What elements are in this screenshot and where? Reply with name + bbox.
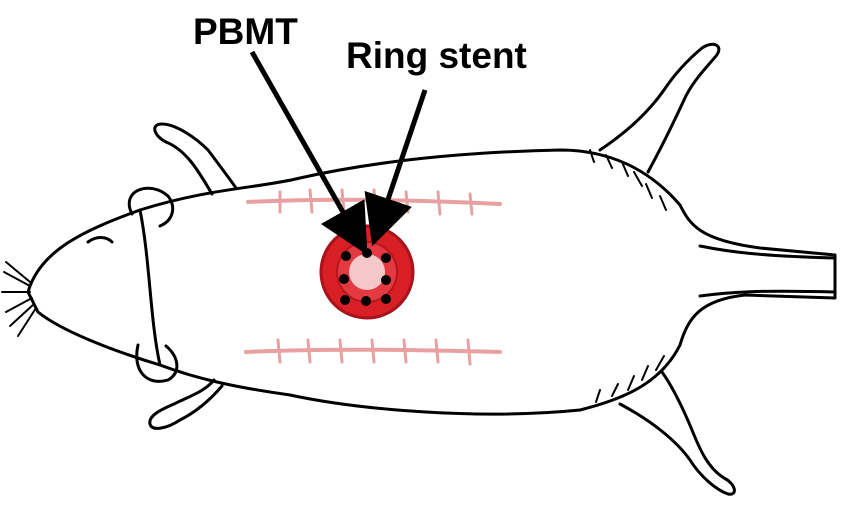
- hind-leg-top: [600, 44, 719, 172]
- whiskers: [2, 262, 36, 336]
- dot: [340, 295, 350, 305]
- label-pbmt: PBMT: [193, 11, 298, 52]
- dot: [361, 296, 371, 306]
- eye: [88, 238, 112, 243]
- implant-center: [349, 254, 385, 290]
- ring-stent-implant: [321, 226, 413, 318]
- dot: [341, 251, 351, 261]
- front-paw-bottom: [150, 380, 222, 428]
- dot: [339, 274, 349, 284]
- ring-stent-arrow: [377, 90, 425, 232]
- dot: [362, 248, 372, 258]
- dot: [381, 294, 391, 304]
- head-line: [140, 210, 160, 365]
- incision-top: [248, 190, 500, 214]
- dot: [381, 275, 391, 285]
- front-paw-top: [155, 124, 236, 194]
- dot: [381, 253, 391, 263]
- pbmt-arrow: [252, 52, 360, 242]
- incision-bottom: [246, 340, 500, 364]
- label-ring-stent: Ring stent: [346, 35, 527, 76]
